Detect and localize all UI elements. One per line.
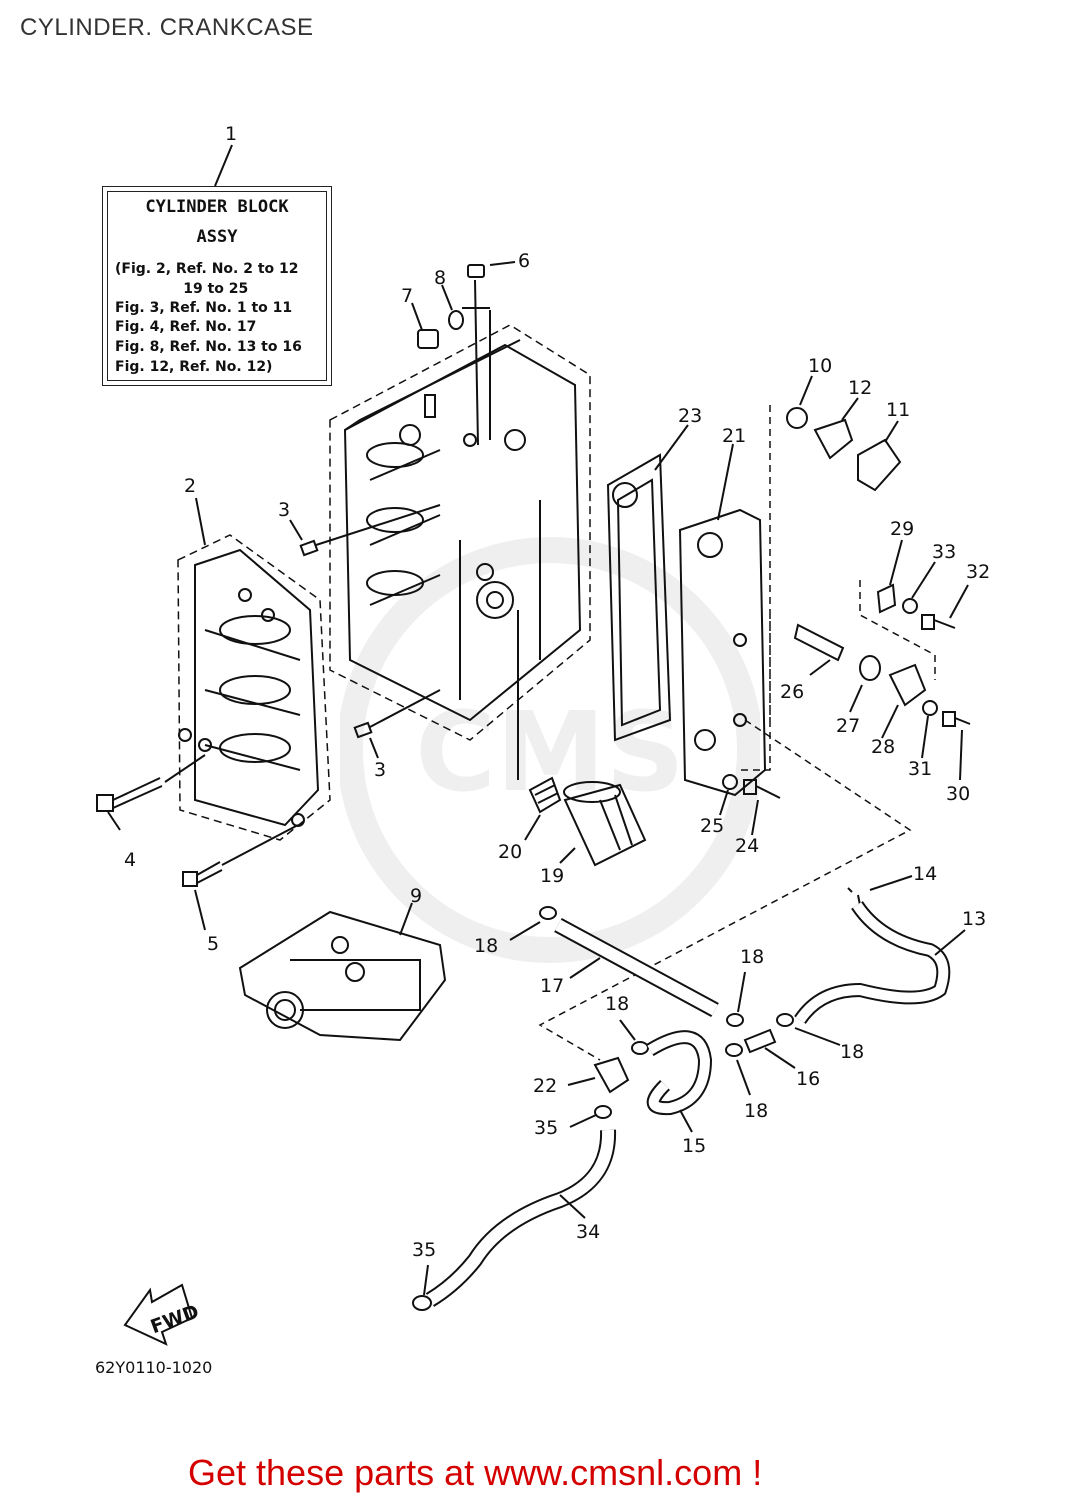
part-labels: 1 2 3 3 4 5 6 7 8 9 10 11 12 13 14 15 16… bbox=[124, 123, 990, 1261]
box-line: Fig. 3, Ref. No. 1 to 11 bbox=[115, 300, 293, 316]
fwd-arrow-icon bbox=[123, 1283, 194, 1346]
fwd-label: FWD bbox=[148, 1301, 202, 1339]
bolt-24 bbox=[743, 779, 781, 799]
part-label: 7 bbox=[401, 285, 413, 307]
part-label: 1 bbox=[225, 123, 237, 145]
part-label: 16 bbox=[796, 1068, 820, 1090]
part-label: 20 bbox=[498, 841, 522, 863]
bolt-4 bbox=[96, 777, 163, 812]
grommet-27 bbox=[859, 655, 881, 681]
page-title: CYLINDER. CRANKCASE bbox=[20, 14, 314, 41]
box-title-line2: ASSY bbox=[196, 227, 238, 247]
washer-33 bbox=[902, 598, 918, 614]
part-label: 11 bbox=[886, 399, 910, 421]
part-label: 23 bbox=[678, 405, 702, 427]
part-label: 15 bbox=[682, 1135, 706, 1157]
part-label: 14 bbox=[913, 863, 937, 885]
part-label: 27 bbox=[836, 715, 860, 737]
thermostat-10 bbox=[786, 407, 808, 429]
bolt-5 bbox=[182, 861, 223, 887]
gasket-9 bbox=[238, 910, 447, 1042]
part-label: 9 bbox=[410, 885, 422, 907]
part-label: 12 bbox=[848, 377, 872, 399]
part-label: 32 bbox=[966, 561, 990, 583]
part-label: 18 bbox=[840, 1041, 864, 1063]
part-label: 6 bbox=[518, 250, 530, 272]
cylinder-block-part bbox=[329, 324, 591, 741]
bolt-30 bbox=[942, 711, 971, 727]
clamp-18 bbox=[539, 906, 794, 1057]
part-label: 30 bbox=[946, 783, 970, 805]
joint-16 bbox=[743, 1028, 777, 1054]
part-label: 18 bbox=[605, 993, 629, 1015]
pipe-26 bbox=[793, 623, 845, 662]
plug-6 bbox=[467, 264, 485, 278]
fitting-20 bbox=[528, 776, 562, 814]
part-label: 10 bbox=[808, 355, 832, 377]
bracket-29 bbox=[876, 583, 897, 614]
diagram-code: 62Y0110-1020 bbox=[95, 1358, 213, 1377]
crankcase-part bbox=[177, 534, 331, 841]
part-label: 13 bbox=[962, 908, 986, 930]
gasket-23 bbox=[606, 453, 672, 742]
part-label: 35 bbox=[534, 1117, 558, 1139]
part-label: 34 bbox=[576, 1221, 600, 1243]
cylinder-block-assy-box: CYLINDER BLOCK ASSY (Fig. 2, Ref. No. 2 … bbox=[102, 186, 332, 386]
cover-21 bbox=[678, 508, 767, 797]
part-label: 35 bbox=[412, 1239, 436, 1261]
part-label: 21 bbox=[722, 425, 746, 447]
part-label: 29 bbox=[890, 518, 914, 540]
box-title-line1: CYLINDER BLOCK bbox=[145, 197, 289, 217]
cover-11 bbox=[857, 438, 902, 492]
part-label: 25 bbox=[700, 815, 724, 837]
part-label: 3 bbox=[374, 759, 386, 781]
part-label: 31 bbox=[908, 758, 932, 780]
oil-filter-19 bbox=[563, 781, 647, 867]
part-label: 24 bbox=[735, 835, 759, 857]
fitting-22 bbox=[593, 1056, 630, 1094]
promo-link[interactable]: Get these parts at www.cmsnl.com ! bbox=[188, 1452, 763, 1493]
part-label: 22 bbox=[533, 1075, 557, 1097]
washer-31 bbox=[922, 700, 938, 716]
part-label: 18 bbox=[744, 1100, 768, 1122]
part-label: 18 bbox=[740, 946, 764, 968]
box-line: Fig. 4, Ref. No. 17 bbox=[115, 319, 257, 335]
gasket-12 bbox=[813, 418, 854, 460]
box-line: Fig. 12, Ref. No. 12) bbox=[115, 359, 273, 375]
plug-7 bbox=[417, 329, 439, 349]
part-label: 2 bbox=[184, 475, 196, 497]
part-label: 8 bbox=[434, 267, 446, 289]
cms-watermark: CMS bbox=[340, 537, 760, 963]
washer-25 bbox=[722, 774, 738, 790]
part-label: 28 bbox=[871, 736, 895, 758]
part-label: 5 bbox=[207, 933, 219, 955]
part-label: 33 bbox=[932, 541, 956, 563]
part-label: 18 bbox=[474, 935, 498, 957]
part-label: 26 bbox=[780, 681, 804, 703]
gasket-8 bbox=[448, 310, 464, 330]
bolt-32 bbox=[921, 614, 956, 630]
box-line: (Fig. 2, Ref. No. 2 to 12 bbox=[115, 261, 299, 277]
part-label: 17 bbox=[540, 975, 564, 997]
part-label: 19 bbox=[540, 865, 564, 887]
box-line: Fig. 8, Ref. No. 13 to 16 bbox=[115, 339, 302, 355]
sensor-28 bbox=[888, 663, 927, 707]
part-label: 3 bbox=[278, 499, 290, 521]
svg-text:CMS: CMS bbox=[415, 688, 684, 816]
part-label: 4 bbox=[124, 849, 136, 871]
box-line: 19 to 25 bbox=[115, 281, 249, 297]
